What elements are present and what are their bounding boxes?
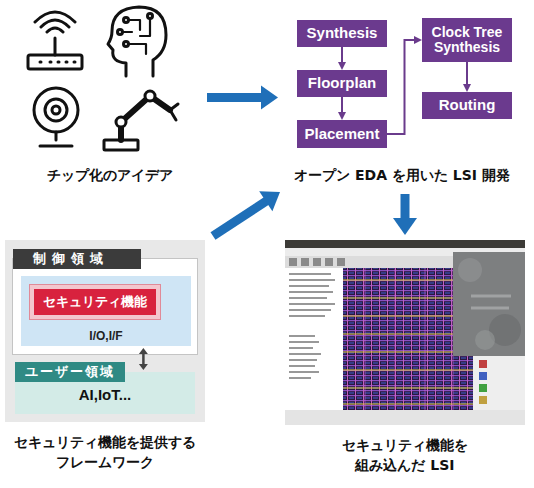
flow-arrow xyxy=(207,86,278,110)
framework-panel: セキュリティ機能を提供する フレームワーク制御領域I/O,I/Fセキュリティ機能… xyxy=(5,240,205,422)
circuit-dot xyxy=(124,42,129,47)
io-band: I/O,I/F セキュリティ機能 xyxy=(21,276,191,346)
process-connector xyxy=(338,47,346,70)
robot-gripper xyxy=(170,104,178,120)
router-waves xyxy=(35,12,75,32)
arrow-head xyxy=(338,62,346,70)
process-label: Placement xyxy=(304,126,379,143)
eda-screenshot xyxy=(285,240,525,425)
robot-arm xyxy=(121,96,170,140)
cell-list-lines xyxy=(289,274,335,378)
chip-photo xyxy=(453,252,525,356)
robot-joint xyxy=(116,117,126,127)
connector-line xyxy=(341,97,343,113)
layer-swatch xyxy=(479,372,487,380)
webcam-stand xyxy=(40,132,72,146)
connector-line xyxy=(142,353,145,365)
caption: チップ化のアイデア xyxy=(15,165,205,185)
arrow-head xyxy=(139,348,148,354)
process-box: Placement xyxy=(297,120,387,148)
router-leds xyxy=(40,61,75,64)
tool-icon xyxy=(289,258,297,266)
layer-swatch xyxy=(479,396,487,404)
process-connector xyxy=(338,97,346,120)
connector-line xyxy=(207,93,264,102)
arrow-head xyxy=(414,36,422,44)
webcam-lens-core xyxy=(52,106,60,114)
caption: セキュリティ機能を提供する フレームワーク xyxy=(0,432,210,473)
connector-line xyxy=(341,47,343,63)
flow-arrow xyxy=(393,194,417,235)
process-connector xyxy=(387,36,422,134)
security-box: セキュリティ機能 xyxy=(29,284,161,320)
layer-swatch xyxy=(479,360,487,368)
chip-marking xyxy=(471,296,511,308)
process-connector xyxy=(463,62,471,92)
process-box: Floorplan xyxy=(297,70,387,97)
control-region: 制御領域I/O,I/Fセキュリティ機能 xyxy=(12,258,198,355)
cell-list-panel xyxy=(285,268,343,410)
title-bar xyxy=(285,240,525,248)
head-outline xyxy=(108,7,166,76)
chip-texture xyxy=(458,258,482,282)
connector-line xyxy=(387,40,415,134)
arrow-head xyxy=(139,364,148,370)
connector-line xyxy=(466,62,468,85)
status-bar xyxy=(285,410,525,425)
webcam-lens xyxy=(45,99,67,121)
chip-texture xyxy=(475,330,495,350)
security-label: セキュリティ機能 xyxy=(34,289,156,315)
connector-line xyxy=(401,194,410,221)
process-box: Clock Tree Synthesis xyxy=(422,18,512,62)
tool-icon xyxy=(337,258,345,266)
vertical-wires xyxy=(365,268,453,410)
user-region: ユーザー領域AI,IoT... xyxy=(15,372,195,414)
tool-icon xyxy=(325,258,333,266)
circuit-dot xyxy=(118,30,123,35)
circuit-dot xyxy=(124,18,129,23)
circuit-dot xyxy=(148,14,153,19)
process-label: Synthesis xyxy=(307,25,378,42)
webcam-body xyxy=(34,88,78,132)
tool-icon xyxy=(301,258,309,266)
arrow-head xyxy=(259,191,280,211)
arrow-head xyxy=(463,84,471,92)
flow-arrow xyxy=(213,191,280,236)
head-circuit xyxy=(122,18,150,54)
process-box: Synthesis xyxy=(297,20,387,47)
idea-group: チップ化のアイデア xyxy=(15,0,205,190)
process-label: Floorplan xyxy=(308,75,376,92)
process-box: Routing xyxy=(422,92,512,119)
user-content: AI,IoT... xyxy=(15,386,195,403)
region-tab: 制御領域 xyxy=(13,249,141,269)
window-frame xyxy=(285,240,525,425)
caption: オープン EDA を用いた LSI 開発 xyxy=(282,165,522,185)
router-antenna xyxy=(54,38,57,55)
process-label: Routing xyxy=(439,97,496,114)
robot-joint xyxy=(145,91,155,101)
arrow-head xyxy=(338,112,346,120)
process-label: Clock Tree Synthesis xyxy=(422,25,512,56)
region-tab: ユーザー領域 xyxy=(15,362,125,382)
layer-swatch xyxy=(479,384,487,392)
router-body xyxy=(28,55,82,69)
interface-arrow xyxy=(139,348,148,370)
io-label: I/O,I/F xyxy=(21,329,191,343)
arrow-head xyxy=(261,86,278,110)
arrow-head xyxy=(393,218,417,235)
lsi-group: セキュリティ機能を 組み込んだ LSI xyxy=(285,240,525,425)
connector-line xyxy=(213,200,268,236)
tool-icon xyxy=(313,258,321,266)
tool-icons xyxy=(289,258,345,266)
eda-flow-group: オープン EDA を用いた LSI 開発 SynthesisFloorplanPl… xyxy=(282,5,522,190)
caption: セキュリティ機能を 組み込んだ LSI xyxy=(315,435,495,476)
